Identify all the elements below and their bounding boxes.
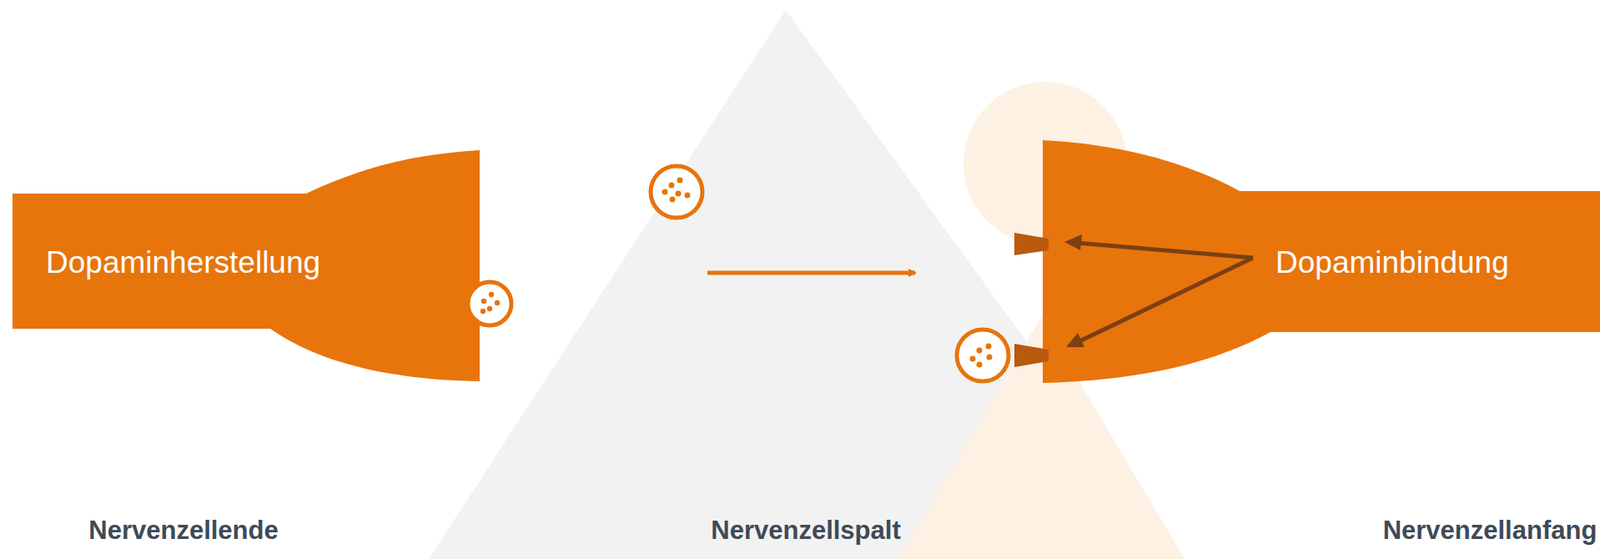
vesicle [467, 281, 512, 326]
node-label: Dopaminherstellung [45, 244, 321, 282]
vesicle [650, 166, 703, 218]
region-label: Nervenzellanfang [1281, 514, 1600, 547]
receptor [1014, 232, 1049, 256]
receptor [1014, 343, 1049, 368]
region-label: Nervenzellende [0, 514, 393, 547]
neuron-part: Dopaminbindung [1042, 140, 1600, 383]
transfer-arrow [707, 271, 916, 276]
node-label: Dopaminbindung [1275, 244, 1510, 282]
leader-arrow [1064, 234, 1253, 258]
neuron-part: Dopaminherstellung [12, 150, 480, 382]
region-label: Nervenzellspalt [597, 514, 1015, 547]
vesicle [956, 329, 1009, 382]
leader-arrow [1066, 257, 1253, 348]
